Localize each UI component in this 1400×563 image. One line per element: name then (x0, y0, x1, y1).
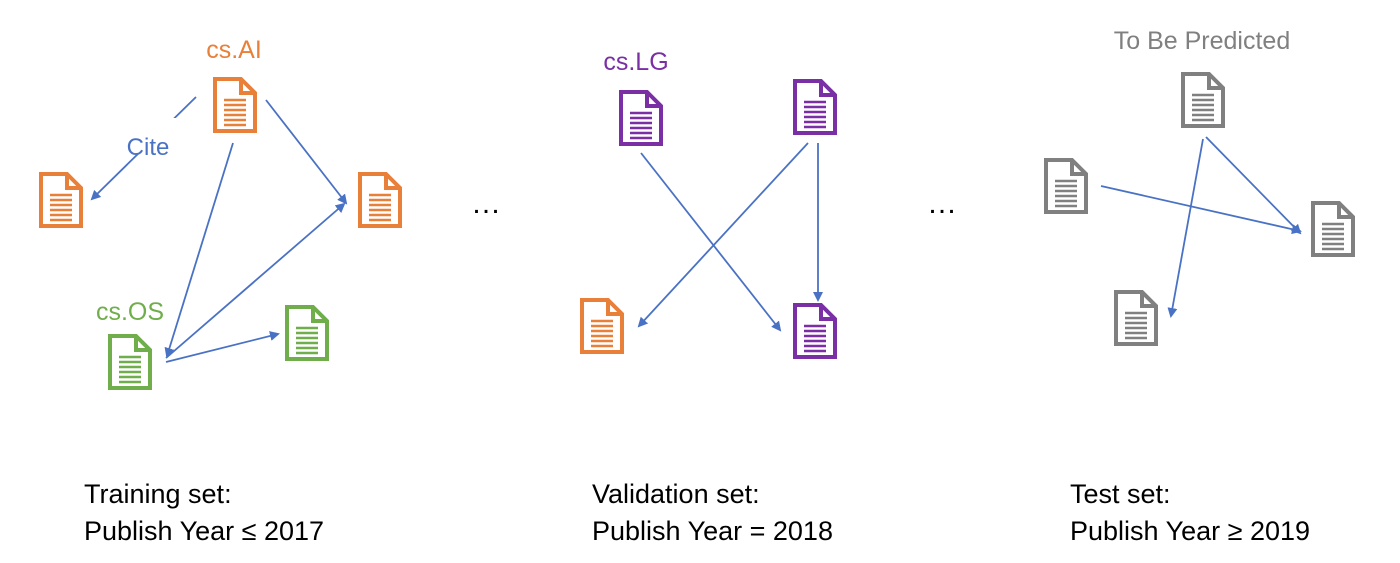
category-label-cs-ai: cs.AI (206, 36, 262, 64)
doc-os-left (108, 334, 152, 390)
doc-unknown-top (1181, 72, 1225, 128)
test-caption-title: Test set: (1070, 479, 1171, 509)
category-label-to-be-predicted: To Be Predicted (1114, 27, 1291, 55)
edge-os-to-os (165, 331, 280, 363)
doc-ai-validation (580, 298, 624, 354)
category-label-cs-lg: cs.LG (603, 48, 668, 76)
doc-unknown-right (1311, 201, 1355, 257)
validation-caption-year: Publish Year = 2018 (592, 516, 833, 546)
cite-edge-label: Cite (127, 134, 170, 161)
validation-caption-title: Validation set: (592, 479, 760, 509)
doc-unknown-bottom (1114, 290, 1158, 346)
validation-caption: Validation set: Publish Year = 2018 (592, 476, 833, 550)
training-citation-edges (90, 96, 348, 363)
doc-os-right (285, 305, 329, 361)
category-label-cs-os: cs.OS (96, 298, 164, 326)
edge-left-to-right (1100, 185, 1302, 235)
training-caption-year: Publish Year ≤ 2017 (84, 516, 325, 546)
edge-lg-left-to-lg-bottom (640, 152, 782, 332)
training-caption-title: Training set: (84, 479, 232, 509)
edge-os-to-ai-right (165, 202, 346, 359)
doc-ai-top (213, 77, 257, 133)
edge-top-to-bottom-left (1167, 138, 1204, 318)
validation-panel: cs.LG (580, 48, 837, 359)
edge-lg-top-to-ai (637, 142, 809, 328)
training-caption: Training set: Publish Year ≤ 2017 (84, 476, 324, 550)
test-citation-edges (1100, 136, 1302, 318)
edge-ai-to-os (164, 142, 234, 358)
edge-top-to-right (1205, 136, 1302, 235)
edge-ai-to-ai-right (265, 99, 348, 205)
cite-label-bg (112, 118, 176, 154)
test-caption-year: Publish Year ≥ 2019 (1070, 516, 1311, 546)
doc-ai-right (358, 172, 402, 228)
doc-lg-top (793, 79, 837, 135)
training-panel: Cite cs.AI cs.OS (39, 36, 402, 390)
test-panel: To Be Predicted (1044, 27, 1355, 346)
separator-ellipsis-right: … (927, 187, 957, 220)
test-caption: Test set: Publish Year ≥ 2019 (1070, 476, 1310, 550)
separator-ellipsis-left: … (471, 187, 501, 220)
doc-ai-left (39, 172, 83, 228)
validation-citation-edges (637, 142, 823, 332)
doc-unknown-left (1044, 158, 1088, 214)
doc-lg-left (619, 90, 663, 146)
doc-lg-bottom (793, 303, 837, 359)
